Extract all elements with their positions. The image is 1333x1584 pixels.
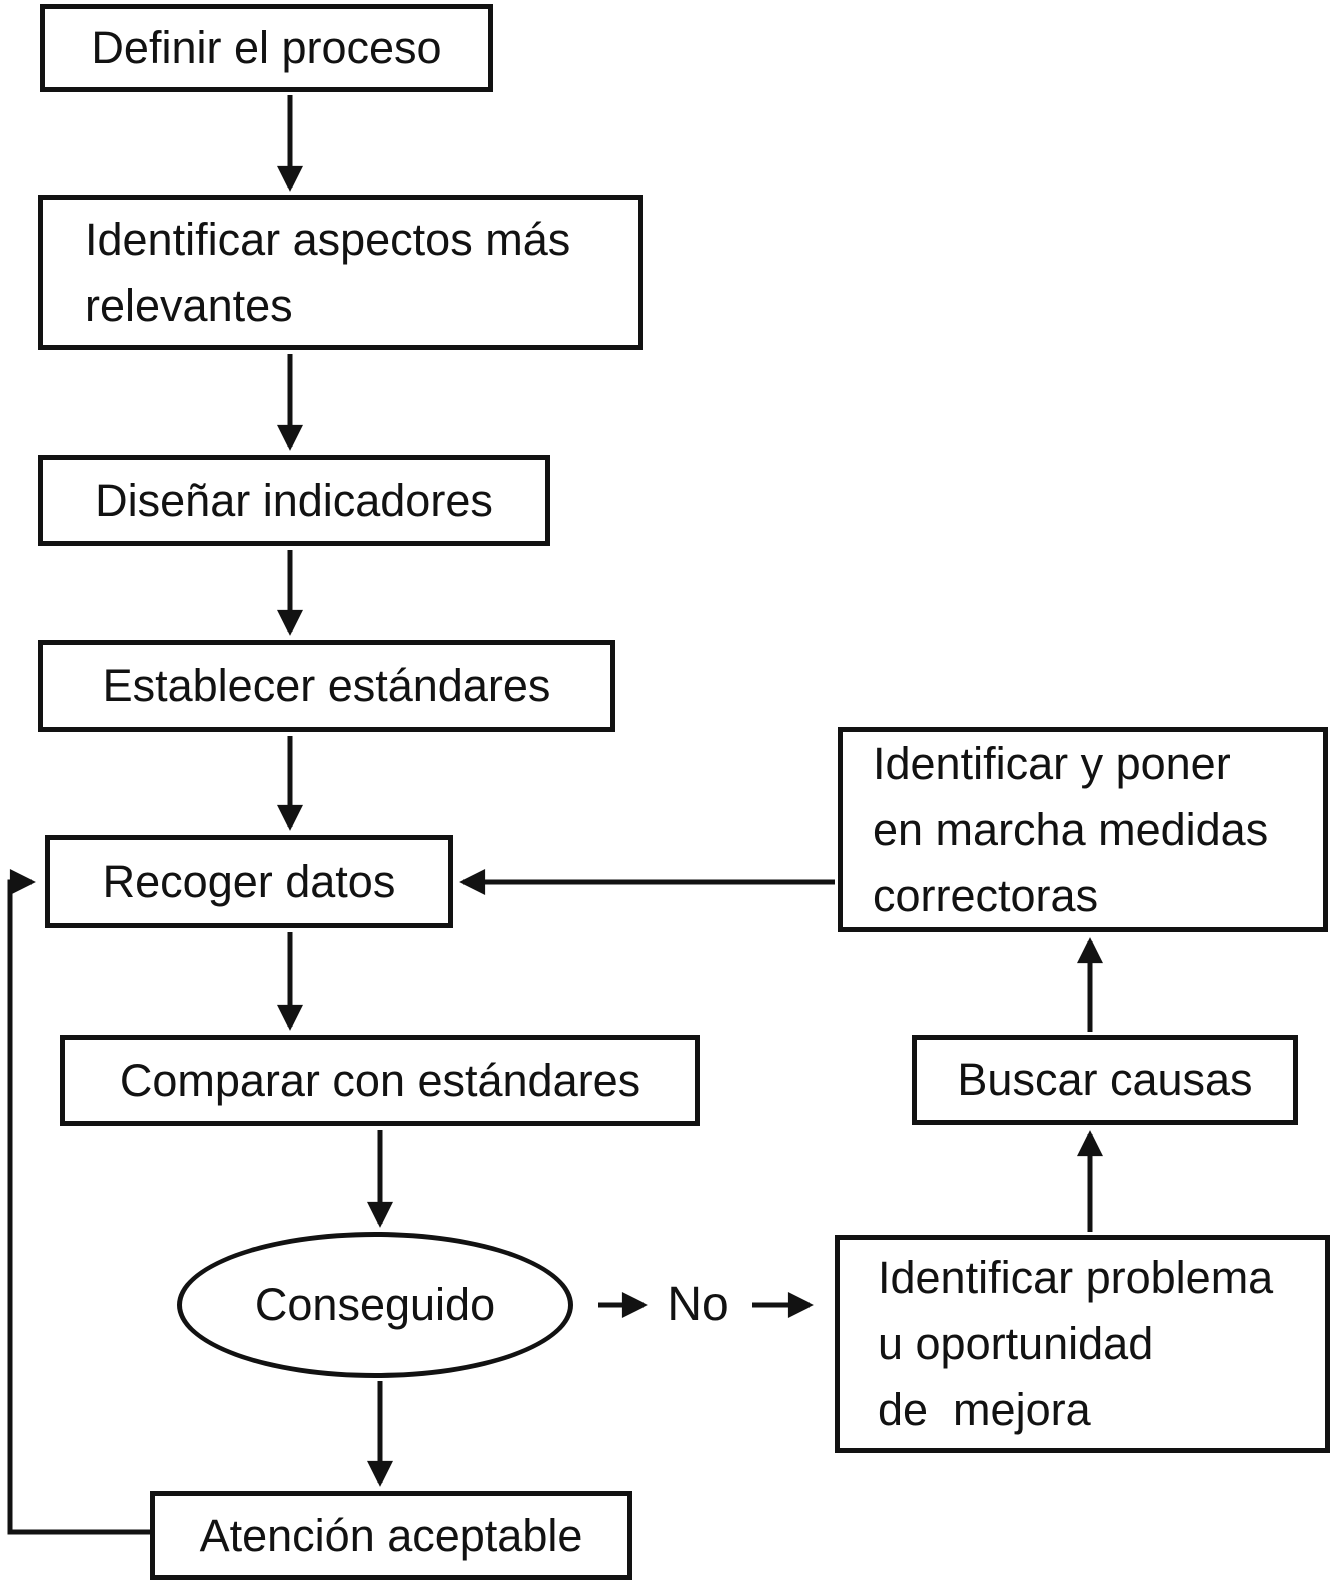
node-identificar-problema-oportunidad-label: Identificar problema u oportunidad de me… <box>878 1252 1274 1435</box>
node-comparar-con-estandares-label: Comparar con estándares <box>119 1054 641 1106</box>
node-conseguido-decision-label: Conseguido <box>254 1279 496 1330</box>
node-medidas-correctoras-label: Identificar y poner en marcha medidas co… <box>873 737 1269 921</box>
node-comparar-con-estandares: Comparar con estándares <box>60 1035 700 1126</box>
edge-label-no: No <box>667 1278 729 1331</box>
node-disenar-indicadores: Diseñar indicadores <box>38 455 550 546</box>
node-conseguido-decision: Conseguido <box>177 1232 573 1378</box>
node-recoger-datos-label: Recoger datos <box>102 855 396 907</box>
node-identificar-aspectos-relevantes: Identificar aspectos más relevantes <box>38 195 643 350</box>
node-identificar-problema-oportunidad: Identificar problema u oportunidad de me… <box>835 1235 1330 1453</box>
node-atencion-aceptable: Atención aceptable <box>150 1491 632 1580</box>
node-definir-el-proceso: Definir el proceso <box>40 4 493 92</box>
node-buscar-causas: Buscar causas <box>912 1035 1298 1125</box>
node-definir-el-proceso-label: Definir el proceso <box>91 22 442 73</box>
node-buscar-causas-label: Buscar causas <box>957 1054 1253 1105</box>
node-medidas-correctoras: Identificar y poner en marcha medidas co… <box>838 727 1328 932</box>
node-recoger-datos: Recoger datos <box>45 835 453 928</box>
node-establecer-estandares: Establecer estándares <box>38 640 615 732</box>
node-identificar-aspectos-relevantes-label: Identificar aspectos más relevantes <box>85 213 571 331</box>
node-establecer-estandares-label: Establecer estándares <box>102 660 551 711</box>
node-disenar-indicadores-label: Diseñar indicadores <box>95 474 493 526</box>
loop-atencion-to-recoger <box>7 869 150 1535</box>
node-atencion-aceptable-label: Atención aceptable <box>199 1509 583 1561</box>
